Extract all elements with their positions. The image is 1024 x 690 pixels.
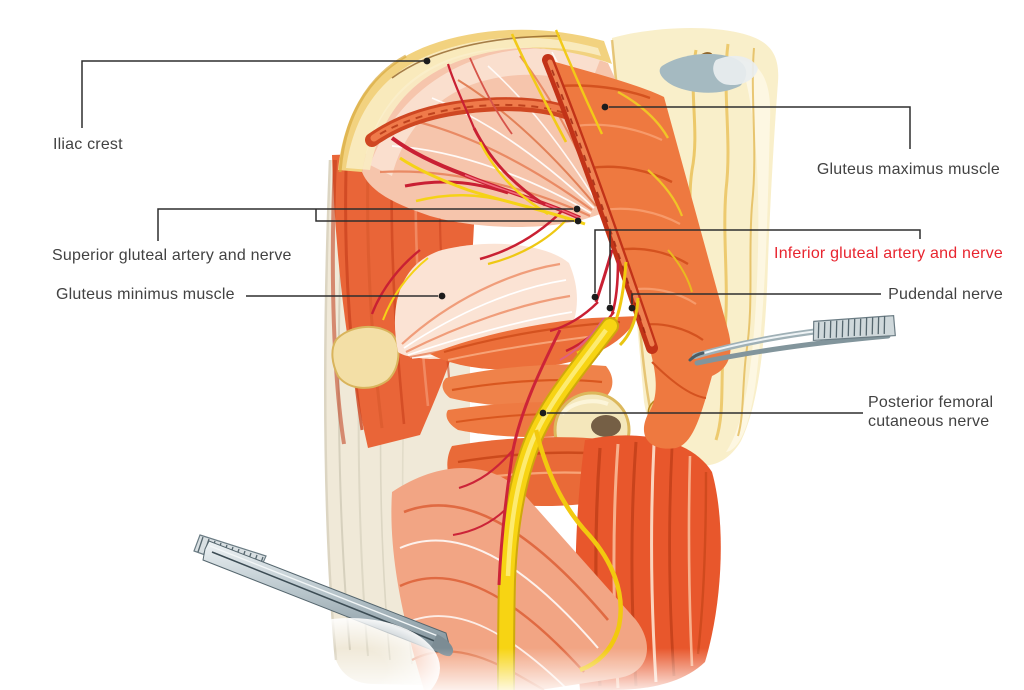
label-pudendal: Pudendal nerve [888, 286, 1003, 303]
superior-gluteal-vessels-shape [370, 63, 586, 321]
leader-inferior-gluteal-a [594, 229, 921, 293]
leader-superior-gluteal-a [157, 208, 573, 241]
label-iliac-crest: Iliac crest [53, 136, 123, 153]
corner-fade [260, 618, 440, 690]
sciatic-nerve-shape [452, 317, 623, 690]
forceps-right [688, 314, 896, 366]
leader-pudendal [631, 293, 881, 304]
label-inferior-gluteal: Inferior gluteal artery and nerve [774, 245, 1003, 262]
greater-trochanter-shape [331, 325, 400, 389]
cluneal-nerves-shape [469, 29, 604, 143]
label-superior-gluteal: Superior gluteal artery and nerve [52, 247, 292, 264]
leader-iliac-crest [81, 60, 424, 128]
label-gluteus-minimus: Gluteus minimus muscle [56, 286, 235, 303]
leader-dots [423, 57, 636, 417]
leader-superior-gluteal-b [315, 209, 574, 222]
label-gluteus-maximus: Gluteus maximus muscle [816, 161, 1000, 178]
leader-lines [81, 60, 921, 414]
label-posterior-femoral: Posterior femoral cutaneous nerve [868, 394, 994, 430]
leader-gluteus-maximus [609, 106, 911, 149]
iliac-crest-shape [338, 29, 612, 173]
